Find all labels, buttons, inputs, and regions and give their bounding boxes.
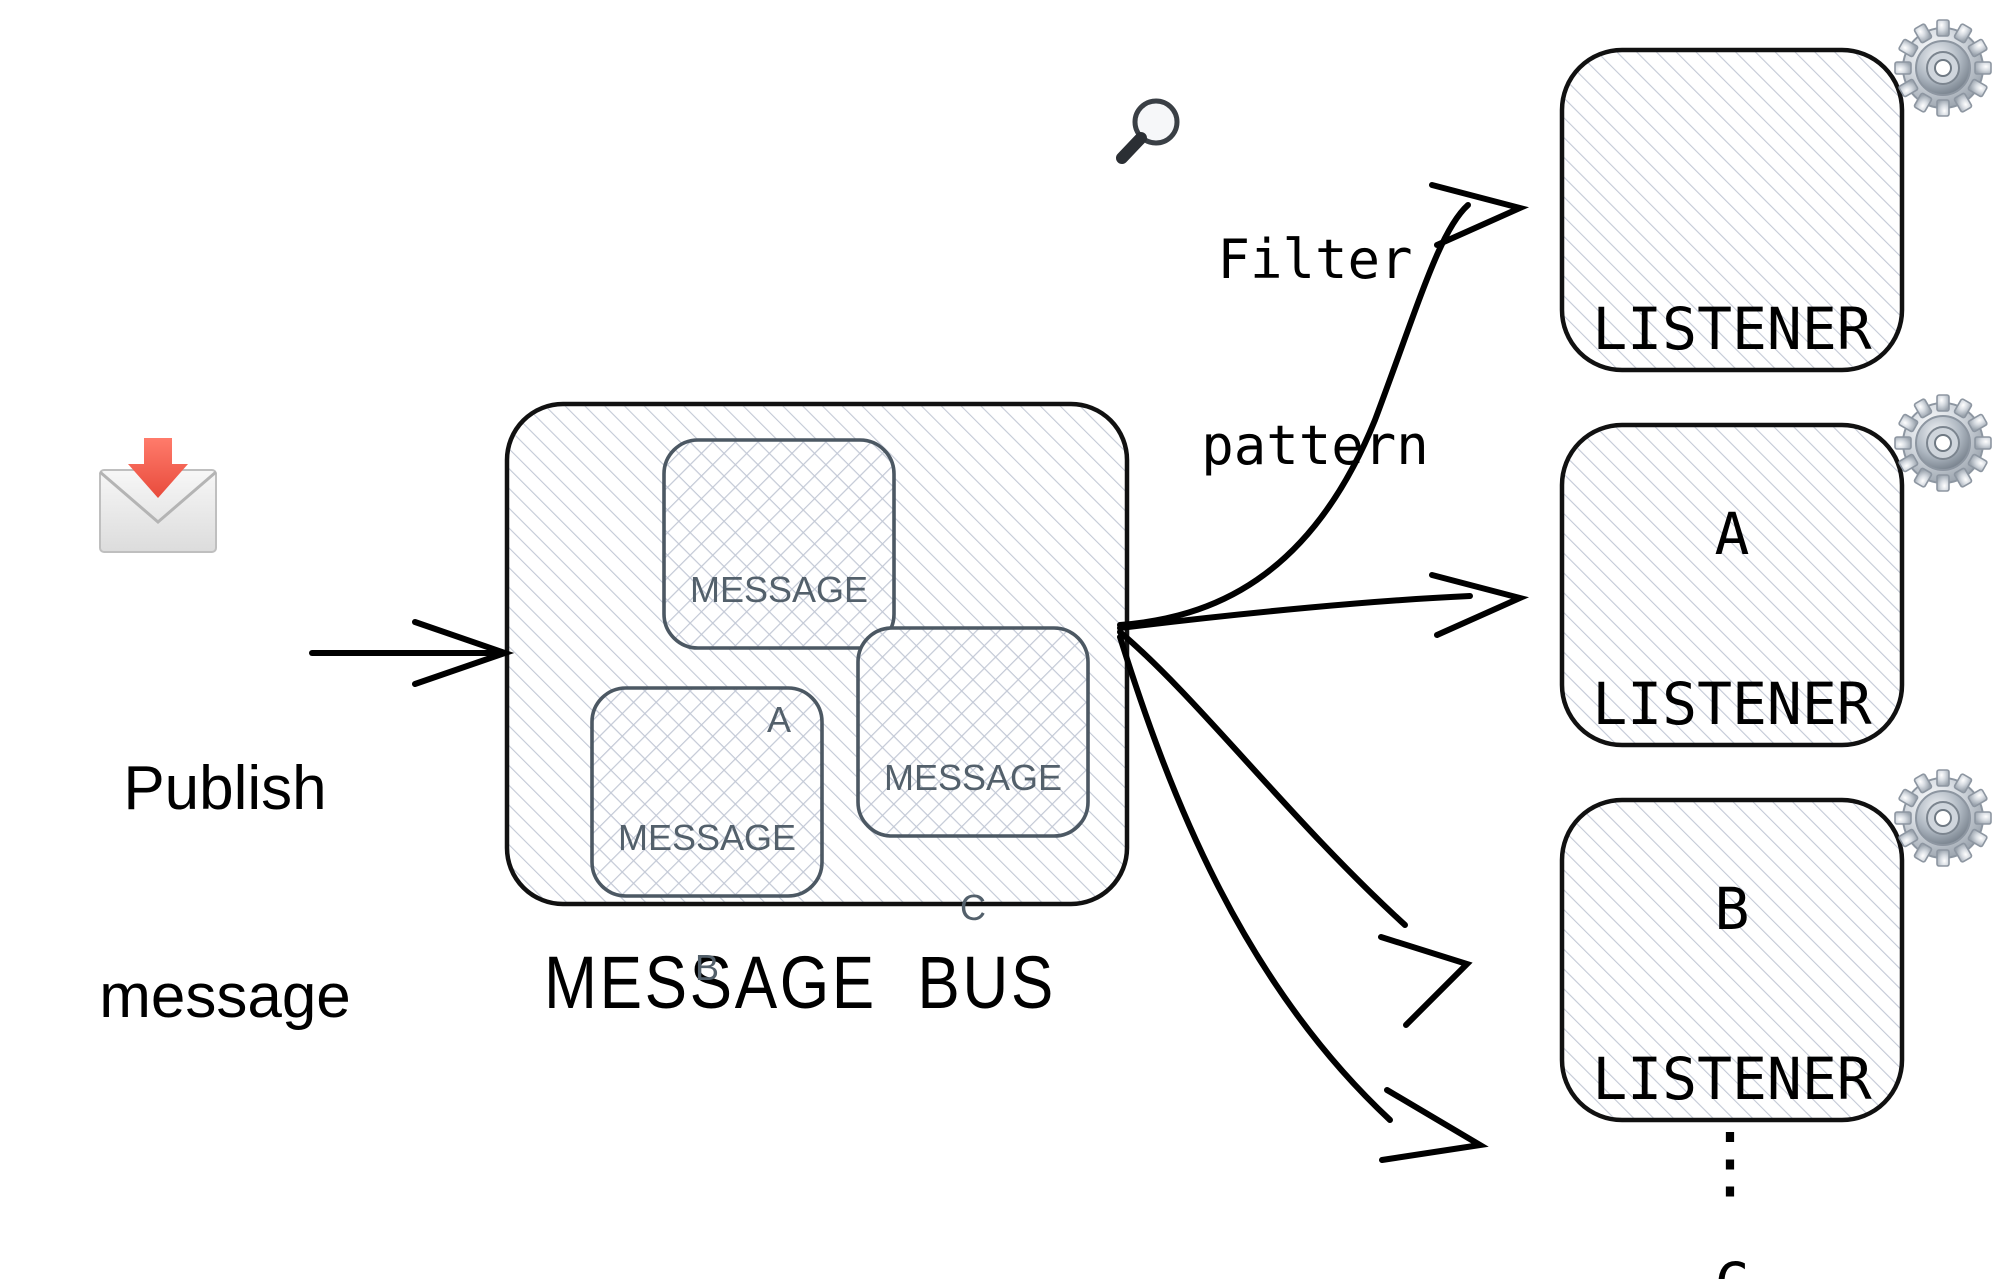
gear-icon-listener-c	[1894, 769, 1992, 867]
listener-a-box[interactable]	[1559, 47, 1905, 373]
message-a-box	[662, 438, 896, 650]
listener-b-box[interactable]	[1559, 422, 1905, 748]
message-b-box	[590, 686, 824, 898]
gear-icon-listener-a	[1894, 19, 1992, 117]
listener-c-box[interactable]	[1559, 797, 1905, 1123]
envelope-with-down-arrow-icon	[99, 438, 217, 553]
magnifying-glass-icon	[1116, 98, 1180, 164]
message-c-box	[856, 626, 1090, 838]
publish-arrow	[309, 619, 515, 687]
message-bus-container	[504, 401, 1130, 907]
listener-boxes	[1559, 47, 1905, 1123]
fanout-arrows	[1117, 182, 1530, 1163]
gear-icon-listener-b	[1894, 394, 1992, 492]
